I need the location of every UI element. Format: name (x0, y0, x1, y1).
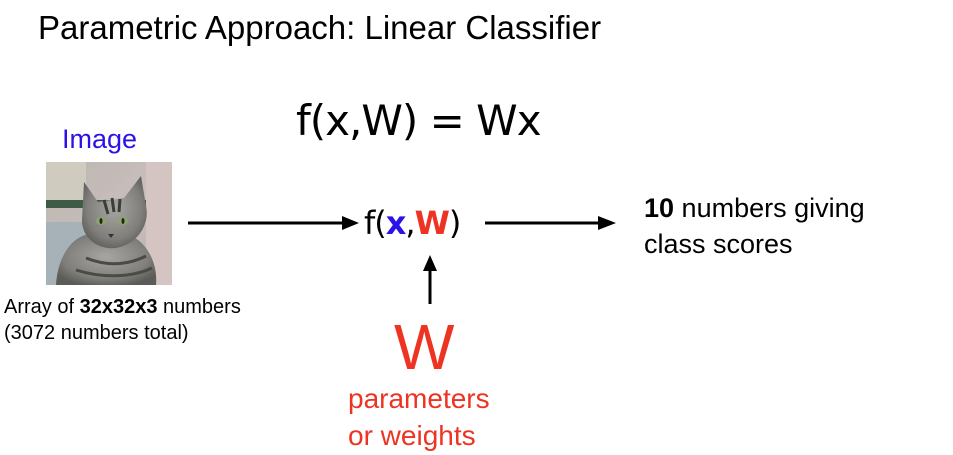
image-label: Image (62, 124, 138, 154)
output-line-1: 10 numbers giving (644, 190, 865, 226)
func-suffix: ) (448, 204, 462, 242)
weights-symbol: W (394, 311, 455, 383)
input-arrow-head (342, 216, 359, 230)
func-prefix: f( (364, 204, 387, 242)
weights-arrow (423, 255, 437, 304)
array-prefix: Array of (4, 296, 80, 318)
output-line-2: class scores (644, 229, 793, 259)
func-w: W (414, 204, 450, 242)
array-dims: 32x32x3 (79, 296, 158, 318)
output-arrow (485, 216, 616, 230)
func-comma: , (405, 204, 415, 242)
function-node: f(x,W) (364, 203, 462, 243)
input-arrow (188, 216, 359, 230)
func-x: x (385, 204, 407, 242)
weights-description: parameters or weights (348, 380, 490, 454)
formula: f(x,W) = Wx (296, 96, 542, 145)
cat-image (46, 162, 172, 285)
array-description: Array of 32x32x3 numbers (3072 numbers t… (4, 294, 241, 346)
output-description: 10 numbers giving class scores (644, 190, 865, 262)
array-suffix: numbers (157, 296, 241, 318)
cat-picture-icon (46, 162, 172, 285)
output-arrow-head (598, 216, 616, 230)
weights-line-2: or weights (348, 420, 476, 451)
array-total: (3072 numbers total) (4, 322, 189, 344)
output-count: 10 (644, 193, 675, 223)
weights-line-1: parameters (348, 383, 490, 414)
weights-arrow-head (423, 255, 437, 271)
array-dims-line: Array of 32x32x3 numbers (4, 294, 241, 320)
slide-title: Parametric Approach: Linear Classifier (38, 9, 602, 46)
output-line1-rest: numbers giving (674, 193, 865, 223)
